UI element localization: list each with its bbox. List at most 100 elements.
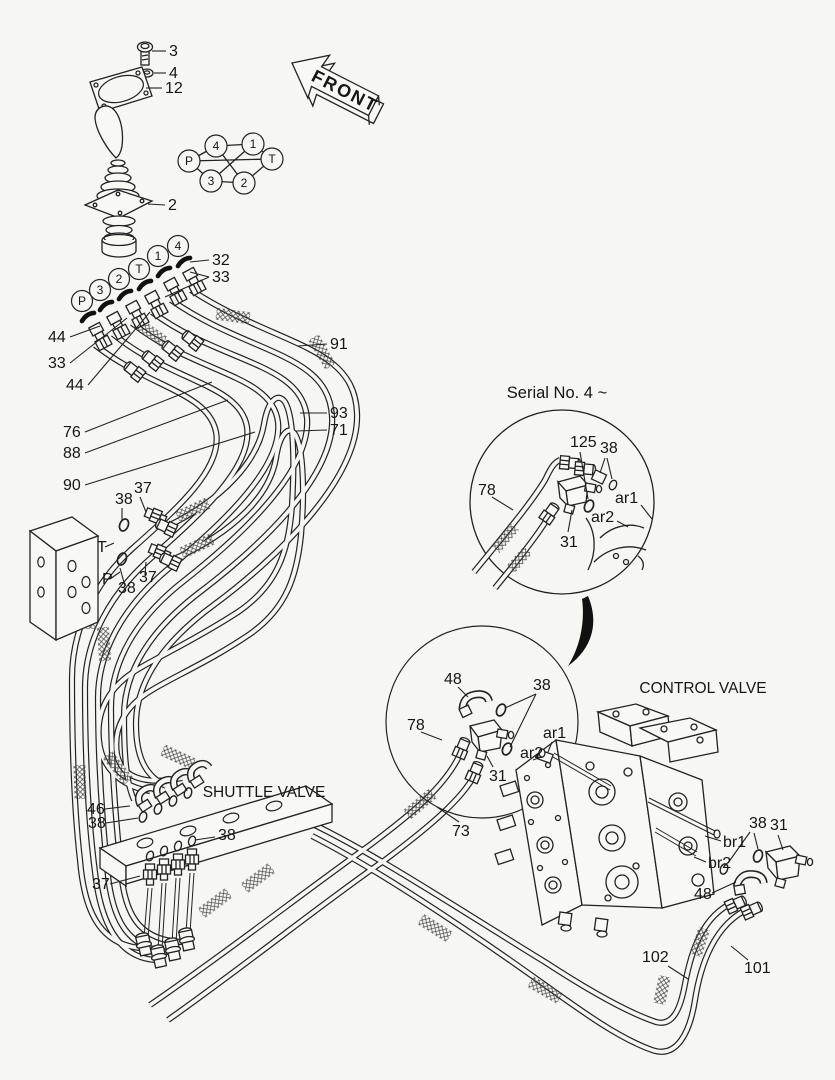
label-38-serial: 38 <box>600 440 618 457</box>
label-48-cv: 48 <box>694 886 712 903</box>
label-br1: br1 <box>723 834 746 851</box>
pilot-port-t: T <box>135 262 143 276</box>
callout-ar1-serial: ar1 <box>615 490 653 520</box>
tee-31-detail-part <box>468 719 515 761</box>
label-ar2-serial: ar2 <box>591 509 614 526</box>
callout-port-t: T <box>97 539 115 556</box>
callout-33-left: 33 <box>48 317 128 372</box>
label-78-serial: 78 <box>478 482 496 499</box>
label-73: 73 <box>452 823 470 840</box>
callout-washer: 4 <box>154 65 178 82</box>
port-map-circles: 4 1 P T 3 2 <box>177 132 284 195</box>
callout-102: 102 <box>642 949 689 980</box>
tee-31-serial-part <box>556 475 603 515</box>
serial-detail-view <box>469 409 655 595</box>
pilot-port-p: P <box>78 294 86 308</box>
callout-ar2-serial: ar2 <box>591 509 629 528</box>
label-125: 125 <box>570 434 597 451</box>
label-31-detail: 31 <box>489 768 507 785</box>
callout-joystick: 2 <box>147 197 177 214</box>
label-port-p: P <box>102 571 113 588</box>
port-map-3: 3 <box>208 174 215 188</box>
pointer-swoosh <box>568 596 594 666</box>
serial-note-title: Serial No. 4 ~ <box>507 384 607 402</box>
callout-38-shuttle-right: 38 <box>194 827 236 844</box>
label-38-detail: 38 <box>533 677 551 694</box>
joystick-body <box>83 105 154 258</box>
label-37-t: 37 <box>134 480 152 497</box>
control-valve-title: CONTROL VALVE <box>639 680 766 697</box>
callout-73: 73 <box>436 806 470 840</box>
label-90: 90 <box>63 477 81 494</box>
callout-44-upper: 44 <box>48 325 101 346</box>
label-ar2-detail: ar2 <box>520 745 543 762</box>
label-38-shuttle-top: 38 <box>88 815 106 832</box>
callout-101: 101 <box>730 945 771 977</box>
callout-ar2-detail: ar2 <box>520 745 543 762</box>
label-38-cv: 38 <box>749 815 767 832</box>
callout-38-cv: 38 <box>727 815 767 864</box>
shuttle-valve-assembly <box>98 762 334 969</box>
label-port-t: T <box>97 539 107 556</box>
port-map-1: 1 <box>250 137 257 151</box>
shuttle-valve-title: SHUTTLE VALVE <box>203 784 326 801</box>
callout-90: 90 <box>63 431 256 494</box>
callout-88: 88 <box>63 399 229 462</box>
port-map-diagram: 4 1 P T 3 2 <box>177 132 284 195</box>
label-88: 88 <box>63 445 81 462</box>
callout-38-p: 38 <box>118 567 136 597</box>
label-3: 3 <box>169 43 178 60</box>
callout-31-cv: 31 <box>770 817 788 851</box>
label-38-shuttle-right: 38 <box>218 827 236 844</box>
label-46: 46 <box>87 801 105 818</box>
callout-33-right: 33 <box>164 269 230 298</box>
elbow-48-cv-part <box>732 870 768 896</box>
pilot-port-2: 2 <box>116 272 123 286</box>
callout-32: 32 <box>189 252 230 269</box>
tee-31-cv-part <box>764 845 814 889</box>
callout-76: 76 <box>63 381 213 441</box>
label-44-upper: 44 <box>48 329 66 346</box>
port-map-2: 2 <box>241 176 248 190</box>
callout-br2: br2 <box>693 855 731 872</box>
callout-78-serial: 78 <box>478 482 514 511</box>
plate-part <box>89 66 153 113</box>
callout-38-shuttle-top: 38 <box>88 815 139 832</box>
callout-78-detail: 78 <box>407 717 443 741</box>
label-91: 91 <box>330 336 348 353</box>
label-31-cv: 31 <box>770 817 788 834</box>
label-76: 76 <box>63 424 81 441</box>
label-12: 12 <box>165 80 183 97</box>
lower-detail-view <box>385 625 579 819</box>
callout-38-serial: 38 <box>599 440 618 480</box>
elbow-48-part <box>458 690 493 719</box>
pilot-port-3: 3 <box>97 283 104 297</box>
callout-ar1-detail: ar1 <box>543 725 566 753</box>
label-48-detail: 48 <box>444 671 462 688</box>
callout-44-lower: 44 <box>66 311 151 394</box>
pilot-port-circles: P 3 2 T 1 4 <box>70 234 190 313</box>
front-arrow: FRONT <box>291 54 385 125</box>
label-37-shuttle: 37 <box>92 876 110 893</box>
label-44-lower: 44 <box>66 377 84 394</box>
callout-71: 71 <box>295 422 348 439</box>
pilot-port-fittings: P 3 2 T 1 4 <box>70 234 207 383</box>
hose-bundle <box>68 287 752 1055</box>
callout-plate: 12 <box>146 80 183 97</box>
label-101: 101 <box>744 960 771 977</box>
callout-91: 91 <box>297 336 348 353</box>
control-valve-body <box>494 703 721 938</box>
callout-46: 46 <box>87 801 131 818</box>
callout-48-detail: 48 <box>444 671 469 698</box>
callout-38-t: 38 <box>115 491 133 521</box>
bolt-part <box>136 41 154 66</box>
label-2: 2 <box>168 197 177 214</box>
label-33-right: 33 <box>212 269 230 286</box>
label-78-detail: 78 <box>407 717 425 734</box>
callouts: 3 4 12 2 32 33 44 33 44 91 93 71 76 88 9… <box>48 43 788 980</box>
callout-bolt: 3 <box>152 43 178 60</box>
label-33-left: 33 <box>48 355 66 372</box>
callout-37-p: 37 <box>139 561 157 586</box>
shuttle-studs <box>143 872 195 951</box>
